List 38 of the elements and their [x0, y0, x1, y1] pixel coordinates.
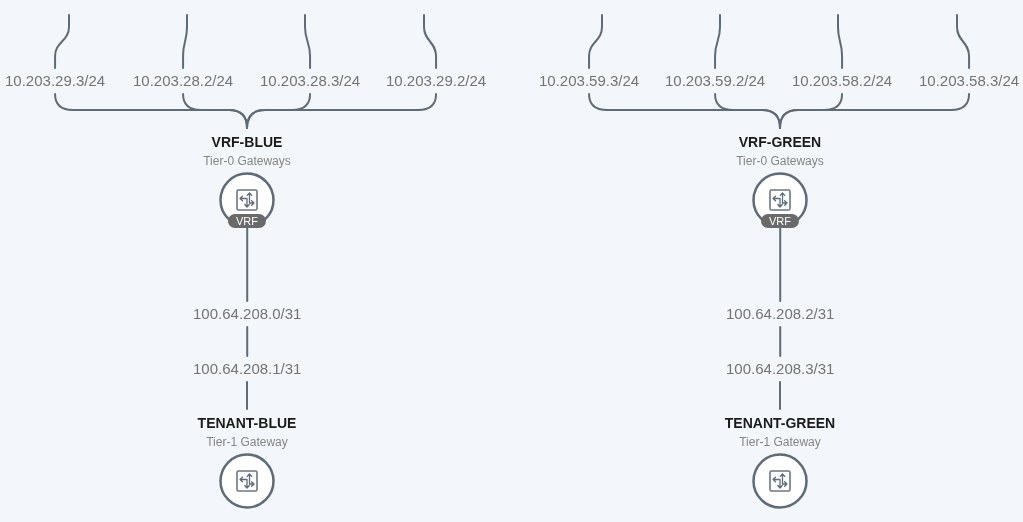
ip-address: 100.64.208.1/31 [191, 356, 304, 382]
connector-line [714, 14, 721, 69]
connector-line [779, 326, 782, 357]
ip-address: 10.203.58.2/24 [790, 68, 895, 94]
connector-line [956, 14, 971, 69]
ip-address: 10.203.28.2/24 [131, 68, 236, 94]
ip-address: 10.203.58.3/24 [917, 68, 1022, 94]
vrf-badge: VRF [761, 214, 799, 228]
ip-address: 10.203.29.3/24 [3, 68, 108, 94]
connector-line [588, 14, 603, 69]
connector-line [246, 326, 249, 357]
connector-line [246, 227, 249, 302]
gateway-type: Tier-0 Gateways [736, 154, 824, 169]
ip-address: 100.64.208.2/31 [724, 301, 837, 327]
connector-line [779, 227, 782, 302]
gateway-name: TENANT-BLUE [197, 415, 297, 432]
connector-line [779, 381, 781, 410]
gateway-type: Tier-1 Gateway [739, 435, 821, 450]
ip-address: 10.203.29.2/24 [384, 68, 489, 94]
connector-line [423, 14, 438, 69]
connector-line [304, 14, 312, 69]
connector-line [246, 93, 438, 129]
gateway-type: Tier-1 Gateway [206, 435, 288, 450]
gateway-type: Tier-0 Gateways [203, 154, 291, 169]
ip-address: 100.64.208.3/31 [724, 356, 837, 382]
ip-address: 10.203.59.3/24 [537, 68, 642, 94]
ip-address: 10.203.59.2/24 [663, 68, 768, 94]
gateway-name: TENANT-GREEN [724, 415, 836, 432]
connector-line [837, 14, 844, 69]
connector-line [54, 14, 70, 69]
vrf-badge: VRF [228, 214, 266, 228]
ip-address: 100.64.208.0/31 [191, 301, 304, 327]
connector-line [246, 381, 248, 410]
gateway-name: VRF-GREEN [738, 134, 822, 151]
connector-line [779, 93, 971, 129]
ip-address: 10.203.28.3/24 [258, 68, 363, 94]
connector-line [182, 14, 188, 69]
gateway-name: VRF-BLUE [211, 134, 283, 151]
